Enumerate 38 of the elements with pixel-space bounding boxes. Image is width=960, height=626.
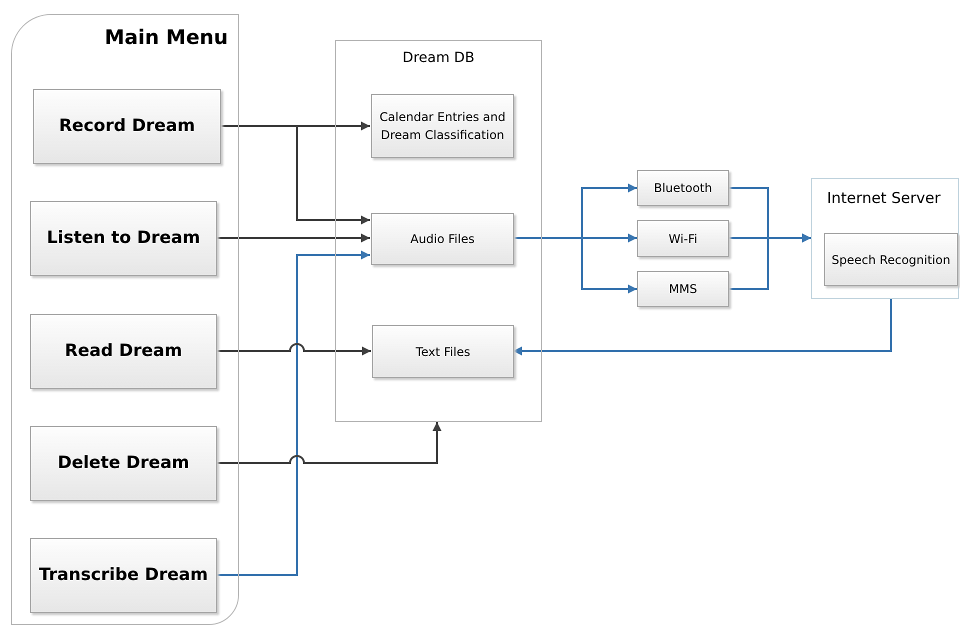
arrow	[729, 234, 811, 290]
menu-button	[30, 201, 217, 276]
box-label: Audio Files	[409, 231, 476, 248]
arrow	[216, 250, 370, 576]
arrow	[513, 237, 637, 294]
menu-button	[30, 538, 217, 613]
process-box	[637, 271, 729, 307]
box-label: Listen to Dream	[46, 226, 202, 250]
process-box	[371, 213, 514, 265]
box-label: MMS	[668, 281, 698, 298]
database-panel	[335, 40, 542, 422]
process-box	[371, 94, 514, 158]
box-label: Calendar Entries and Dream Classification	[378, 109, 506, 144]
box-label: Transcribe Dream	[38, 564, 209, 587]
box-label: Wi-Fi	[668, 230, 698, 248]
menu-button	[33, 89, 221, 164]
menu-button	[30, 314, 217, 389]
process-box	[637, 220, 729, 257]
menu-panel	[11, 14, 239, 625]
box-label: Read Dream	[64, 340, 184, 363]
arrow	[216, 343, 371, 356]
arrow	[216, 422, 442, 464]
process-box	[637, 170, 729, 206]
arrow	[513, 299, 892, 356]
box-label: Bluetooth	[652, 180, 714, 197]
server-panel	[811, 178, 959, 299]
box-label: Speech Recognition	[830, 252, 952, 268]
panel-title: Internet Server	[827, 189, 941, 207]
panel-title: Dream DB	[402, 50, 476, 66]
box-label: Delete Dream	[56, 452, 190, 475]
process-box	[372, 325, 514, 378]
box-label: Text Files	[414, 344, 472, 360]
box-label: Record Dream	[58, 114, 196, 138]
arrow	[220, 125, 370, 224]
arrow	[216, 234, 370, 242]
panel-title: Main Menu	[104, 25, 228, 49]
process-box	[824, 233, 958, 286]
menu-button	[30, 426, 217, 501]
